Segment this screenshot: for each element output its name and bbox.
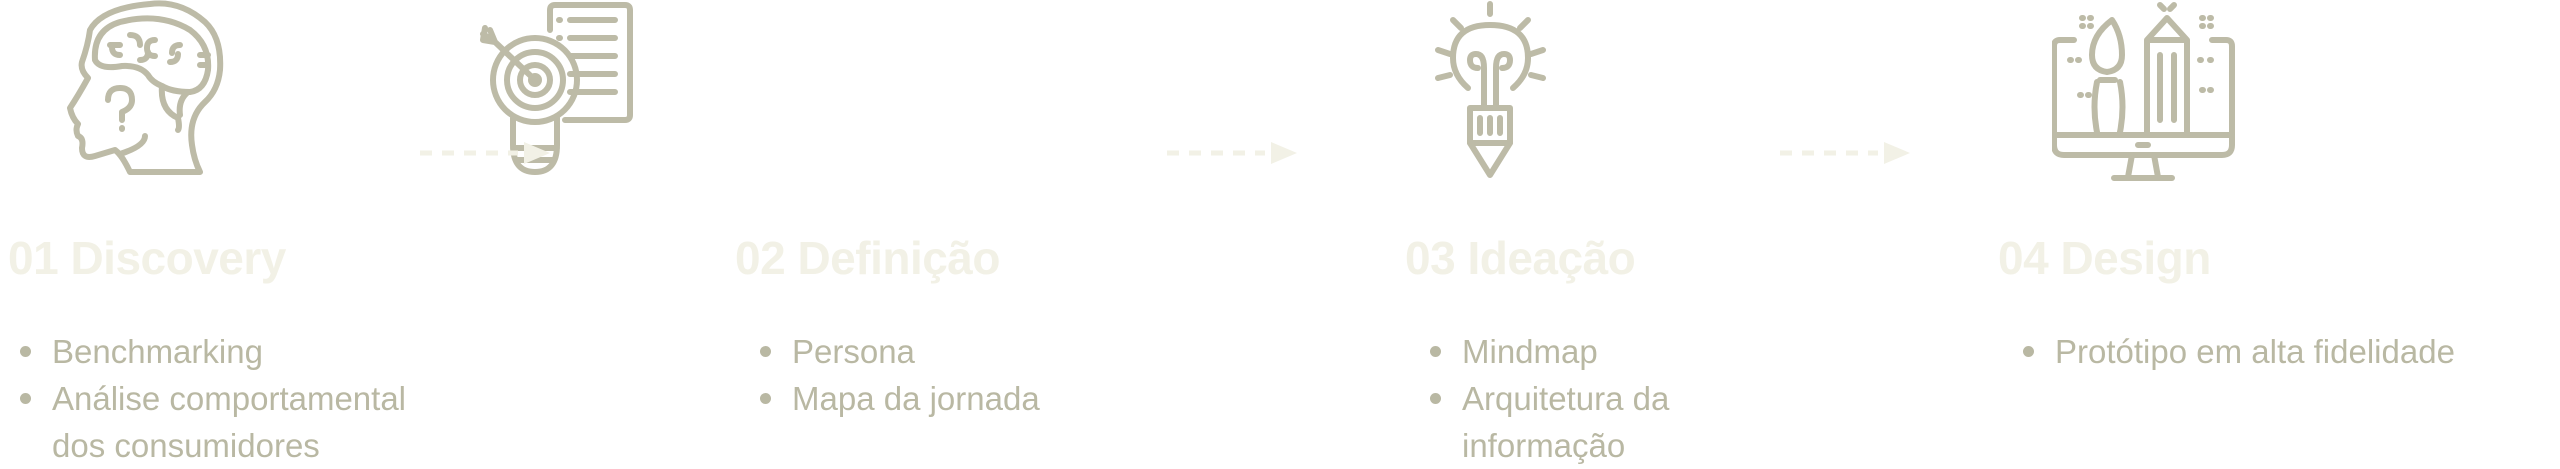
lightbulb-icon	[1398, 0, 1583, 190]
design-monitor-icon	[2051, 0, 2237, 190]
list-item: Mindmap	[1410, 328, 1669, 375]
step-title: 04 Design	[1998, 232, 2211, 284]
step-ideacao: 03 Ideação Mindmap Arquitetura da inform…	[1405, 228, 1669, 469]
list-item-continuation: dos consumidores	[52, 427, 320, 464]
list-item: Análise comportamental	[0, 375, 406, 422]
list-item: Persona	[740, 328, 1040, 375]
flow-arrow	[1780, 142, 1910, 164]
step-definicao: 02 Definição Persona Mapa da jornada	[735, 228, 1040, 422]
list-item: Arquitetura da	[1410, 375, 1669, 422]
flow-arrow	[1167, 142, 1297, 164]
step-title: 03 Ideação	[1405, 232, 1636, 284]
step-design: 04 Design Protótipo em alta fidelidade	[1998, 228, 2455, 375]
flow-arrow	[420, 142, 550, 164]
step-title: 01 Discovery	[8, 232, 286, 284]
step-discovery: 01 Discovery Benchmarking Análise compor…	[8, 228, 406, 469]
brain-head-icon	[60, 0, 240, 190]
list-item: Benchmarking	[0, 328, 406, 375]
list-item-continuation: informação	[1462, 427, 1626, 464]
step-title: 02 Definição	[735, 232, 1000, 284]
list-item: Protótipo em alta fidelidade	[2003, 328, 2455, 375]
list-item: Mapa da jornada	[740, 375, 1040, 422]
